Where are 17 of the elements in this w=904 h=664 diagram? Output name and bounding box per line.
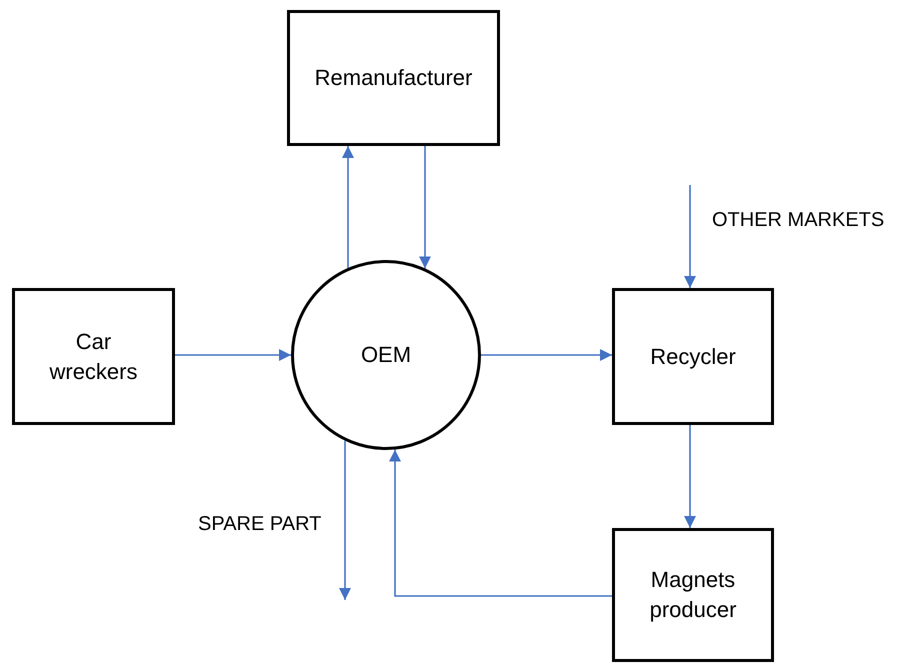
process-box	[612, 528, 774, 662]
arrow	[419, 146, 431, 268]
arrow	[342, 146, 354, 268]
process-box	[12, 288, 175, 425]
arrow	[175, 349, 291, 361]
node-label: Remanufacturer	[314, 64, 474, 92]
node-label: Car wreckers	[48, 328, 138, 386]
process-box	[287, 10, 500, 146]
arrow	[389, 450, 612, 597]
node-label: Recycler	[649, 342, 737, 371]
process-box	[612, 288, 774, 425]
arrow	[339, 440, 351, 600]
arrow	[684, 185, 696, 288]
arrow	[684, 425, 696, 528]
node-label: Magnets producer	[648, 566, 738, 624]
arrow	[481, 349, 612, 361]
node-label: OEM	[360, 341, 412, 369]
